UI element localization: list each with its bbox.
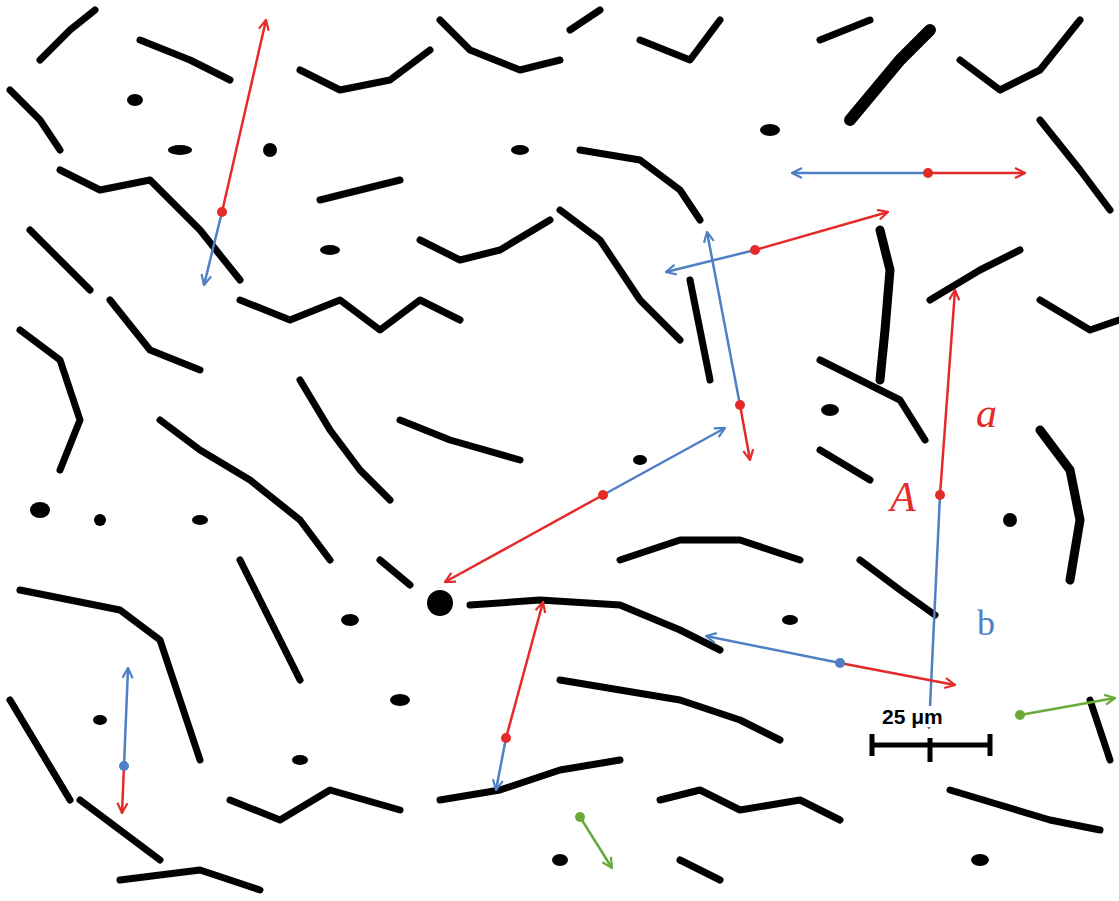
vector-arrows xyxy=(122,20,1115,868)
grain-boundaries xyxy=(10,10,1119,890)
vector-label: a xyxy=(974,392,999,434)
particles xyxy=(30,94,1017,866)
scale-label: 25 μm xyxy=(880,706,945,727)
point-label: A xyxy=(888,476,918,518)
arrow-origins xyxy=(119,168,1025,822)
scale-bar xyxy=(872,734,990,762)
vector-label: b xyxy=(975,605,997,641)
